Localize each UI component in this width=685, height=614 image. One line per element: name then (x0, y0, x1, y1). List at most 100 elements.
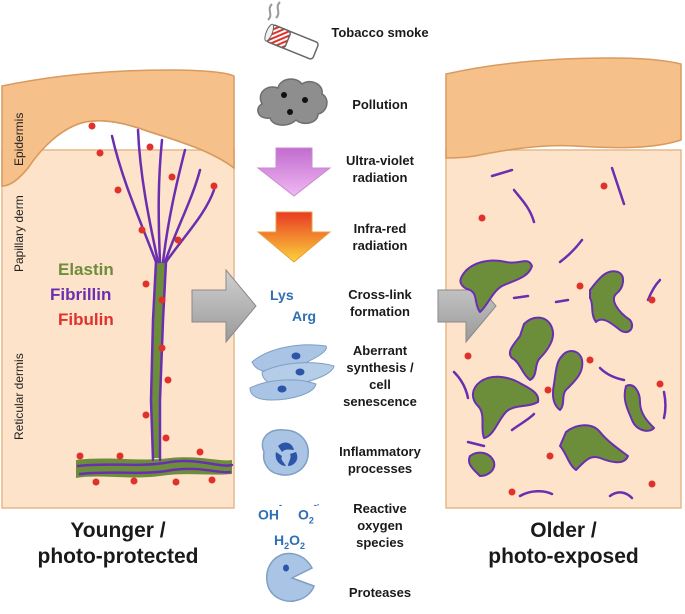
factor-line: radiation (352, 238, 408, 253)
fibulin-dot (586, 356, 594, 364)
fibrillin-branch (136, 128, 160, 264)
pacman-eye (283, 564, 289, 572)
fibrillin-fragment (558, 238, 584, 264)
lys-label: Lys (270, 287, 294, 303)
left-caption-line1: Younger / (70, 519, 166, 542)
factor-line: radiation (352, 170, 408, 185)
factor-line: synthesis / (346, 360, 414, 375)
fibrillin-fragment (554, 298, 570, 304)
left-skin-panel (1, 69, 235, 509)
factor-line: Pollution (352, 97, 408, 112)
fibulin-dot (648, 480, 656, 488)
ros-oh-charge: - (279, 500, 282, 510)
fibulin-dot (142, 280, 150, 288)
fibrillin-fragment (512, 188, 536, 224)
fibulin-dot (656, 380, 664, 388)
ros-superoxide-charge: -· (313, 500, 320, 510)
aged-elastic-fragments (452, 166, 667, 500)
right-caption-line1: Older / (530, 519, 597, 542)
factor-line: oxygen (357, 518, 403, 533)
factor-label-tobacco-smoke: Tobacco smoke (320, 24, 440, 41)
factor-line: Inflammatory (339, 444, 421, 459)
ros-superoxide-sub: 2 (308, 515, 314, 526)
elastin-clump (551, 350, 584, 411)
fibulin-dot (158, 344, 166, 352)
fibulin-dot (76, 452, 84, 460)
fibrillin-branch (157, 138, 164, 264)
fibulin-dot (96, 149, 104, 157)
fibrillin-fragment (662, 390, 667, 420)
fibulin-dot (88, 122, 96, 130)
layer-label-epidermis: Epidermis (12, 112, 26, 166)
fibrillin-fragment (466, 440, 486, 448)
elastin-clump (472, 375, 540, 439)
factor-label-infrared: Infra-red radiation (320, 220, 440, 254)
fibulin-dot (142, 411, 150, 419)
factor-label-inflammatory: Inflammatory processes (320, 443, 440, 477)
cells-icon (249, 344, 335, 401)
factor-label-proteases: Proteases (320, 584, 440, 601)
uv-arrow-icon (256, 147, 332, 197)
fibulin-dot (158, 296, 166, 304)
young-elastic-fiber (76, 122, 234, 486)
fibulin-dot (576, 282, 584, 290)
fibulin-dot (146, 143, 154, 151)
factor-line: Reactive (353, 501, 407, 516)
inflammatory-cell-icon (261, 429, 309, 476)
fibulin-dot (162, 434, 170, 442)
right-caption: Older / photo-exposed (446, 518, 681, 570)
factor-label-ultraviolet: Ultra-violet radiation (320, 152, 440, 186)
factor-line: Proteases (348, 585, 412, 600)
fibulin-dot (92, 478, 100, 486)
fibrillin-fragment (598, 366, 626, 382)
ros-superoxide-o: O (298, 506, 309, 523)
elastin-clump (589, 270, 634, 334)
fibrillin-strand (158, 260, 168, 462)
factor-label-pollution: Pollution (320, 96, 440, 113)
fibulin-dot (130, 477, 138, 485)
fibulin-dot (208, 476, 216, 484)
legend-fibrillin: Fibrillin (50, 285, 112, 304)
fibrillin-fragment (610, 166, 626, 206)
factor-label-aberrant-synthesis: Aberrant synthesis / cell senescence (320, 342, 440, 410)
fibrillin-strand (149, 260, 158, 462)
fibrillin-fragment (608, 491, 634, 500)
fibrillin-strand (78, 467, 232, 476)
fibulin-dot (478, 214, 486, 222)
legend-fibulin: Fibulin (58, 310, 114, 329)
fibulin-dot (138, 226, 146, 234)
ros-peroxide-sub1: 2 (284, 540, 290, 551)
fibrillin-fragment (518, 490, 554, 498)
factor-line: species (356, 535, 404, 550)
pacman-icon (266, 552, 315, 602)
ros-oh-label: OH- (258, 500, 282, 523)
fibrillin-branch (163, 168, 202, 264)
factor-line: senescence (343, 394, 417, 409)
elastin-clump (559, 424, 629, 471)
fibulin-dot (168, 173, 176, 181)
fibulin-dot (648, 296, 656, 304)
factor-line: Aberrant (352, 343, 408, 358)
left-caption: Younger / photo-protected (2, 518, 234, 570)
fibrillin-fragment (490, 168, 514, 178)
fibrillin-fragment (510, 412, 536, 432)
ros-superoxide-label: O2 -· (298, 500, 320, 526)
fibrillin-fragment (452, 370, 470, 400)
ros-peroxide-label: H2O2 (274, 532, 305, 551)
left-dermis (1, 149, 235, 509)
ros-peroxide-sub2: 2 (300, 540, 306, 551)
factor-line: formation (350, 304, 410, 319)
elastin-clump (459, 259, 533, 313)
left-basement-line (1, 119, 235, 187)
arg-label: Arg (292, 308, 317, 324)
fibulin-dot (210, 182, 218, 190)
fibulin-dot (116, 452, 124, 460)
fibulin-dot (114, 186, 122, 194)
ros-peroxide-h: H (274, 532, 285, 548)
elastin-clump (508, 316, 554, 381)
factor-line: Ultra-violet (346, 153, 414, 168)
right-caption-line2: photo-exposed (488, 545, 639, 568)
factor-label-ros: Reactive oxygen species (320, 500, 440, 551)
